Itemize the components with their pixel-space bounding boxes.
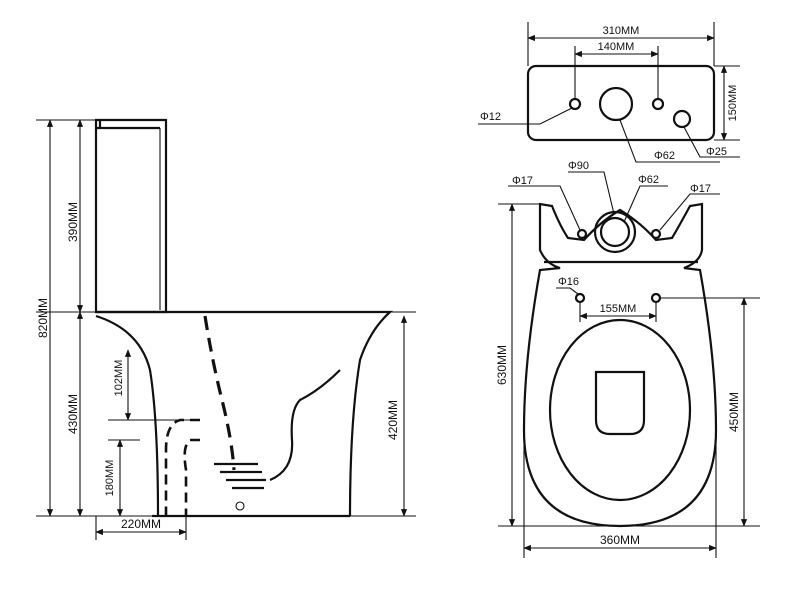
dim-140-label: 140MM bbox=[598, 41, 635, 53]
leader-phi62-tank bbox=[619, 119, 720, 163]
bowl-top-view: Φ17 Φ90 Φ62 Φ17 Φ16 155MM 630MM 450MM 36… bbox=[495, 160, 760, 558]
dim-820-label: 820MM bbox=[36, 298, 50, 338]
dim-220-label: 220MM bbox=[121, 517, 161, 531]
label-phi25: Φ25 bbox=[706, 146, 727, 158]
label-phi90: Φ90 bbox=[568, 160, 589, 172]
cistern-lid bbox=[96, 120, 160, 130]
water-surface bbox=[594, 370, 646, 436]
leader-phi25 bbox=[683, 126, 740, 158]
dim-430-label: 430MM bbox=[66, 394, 80, 434]
bowl-hole-right bbox=[650, 228, 662, 240]
dim-155-label: 155MM bbox=[600, 303, 637, 315]
cistern-outline bbox=[94, 118, 168, 314]
dim-450-label: 450MM bbox=[727, 392, 741, 432]
label-phi62-tank: Φ62 bbox=[654, 150, 675, 162]
bowl-back-outline bbox=[95, 314, 160, 517]
bowl-front-outline bbox=[96, 310, 393, 517]
bowl-hole-left bbox=[576, 228, 588, 240]
center-hole-phi62 bbox=[599, 216, 631, 248]
label-phi17-left: Φ17 bbox=[512, 175, 533, 187]
seat-opening bbox=[548, 318, 692, 502]
label-phi16: Φ16 bbox=[558, 276, 579, 288]
dim-630-label: 630MM bbox=[495, 345, 509, 385]
tank-hole-left bbox=[568, 97, 582, 111]
outlet-dashed-right bbox=[183, 438, 200, 516]
seat-hole-left bbox=[574, 292, 586, 304]
leader-phi90 bbox=[568, 171, 615, 215]
bowl-outline bbox=[522, 202, 718, 528]
tank-small-hole bbox=[672, 109, 692, 129]
drain-point bbox=[235, 501, 245, 511]
dim-310-label: 310MM bbox=[603, 25, 640, 37]
leader-phi17-left bbox=[508, 185, 581, 231]
label-phi17-right: Φ17 bbox=[690, 183, 711, 195]
label-phi62-bowl: Φ62 bbox=[638, 174, 659, 186]
dim-390-label: 390MM bbox=[66, 202, 80, 242]
trapway-wall bbox=[269, 369, 341, 482]
tank-outline bbox=[526, 64, 716, 142]
center-ring-phi90 bbox=[593, 210, 637, 254]
dim-180-label: 180MM bbox=[104, 460, 116, 497]
tank-top-view: 310MM 140MM 150MM Φ12 Φ62 Φ25 bbox=[478, 22, 740, 163]
dim-102-label: 102MM bbox=[113, 360, 125, 397]
leader-phi12 bbox=[478, 107, 573, 125]
side-view: 820MM 390MM 430MM 420MM 102MM 180MM 220M… bbox=[36, 118, 416, 540]
tank-flush-hole bbox=[598, 86, 634, 122]
trapway-dashed-line bbox=[203, 315, 236, 471]
seat-hole-right bbox=[650, 292, 662, 304]
outlet-dashed-left bbox=[164, 418, 200, 516]
dim-150-label: 150MM bbox=[727, 85, 739, 122]
label-phi12: Φ12 bbox=[480, 111, 501, 123]
dim-420-label: 420MM bbox=[386, 400, 400, 440]
water-seal-hatch bbox=[214, 462, 266, 490]
leader-phi62-bowl bbox=[623, 185, 668, 223]
tank-hole-right bbox=[651, 97, 665, 111]
leader-phi16 bbox=[556, 287, 579, 295]
leader-phi17-right bbox=[659, 193, 720, 231]
dim-360-label: 360MM bbox=[600, 533, 640, 547]
